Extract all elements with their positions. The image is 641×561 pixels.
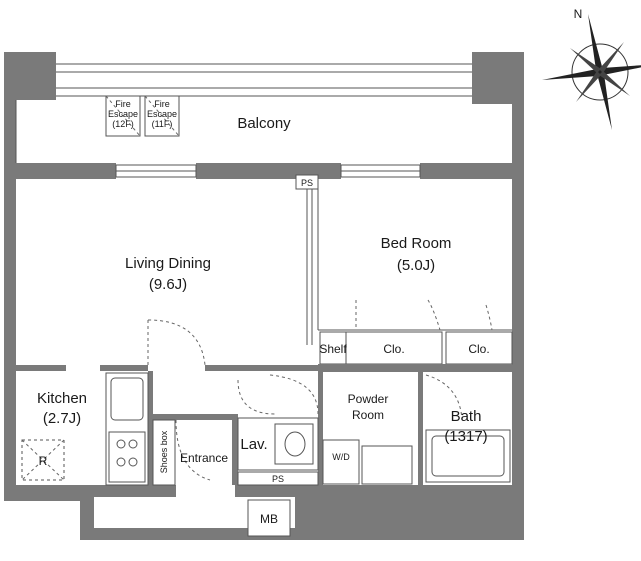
fire-escape-hatch-2: Fire Escape (11F) <box>144 95 180 137</box>
fire-label: Fire <box>115 99 131 109</box>
shoes-box-label: Shoes box <box>159 430 169 473</box>
mb-label: MB <box>260 512 278 526</box>
bedroom-size: (5.0J) <box>397 257 435 274</box>
closet-1-label: Clo. <box>383 342 404 356</box>
bath-size: (1317) <box>444 428 487 445</box>
powder-label: Powder <box>348 392 389 406</box>
escape-label: Escape <box>108 109 138 119</box>
balcony-railing <box>15 63 472 163</box>
compass-rose-icon <box>542 14 641 130</box>
living-dining-size: (9.6J) <box>149 276 187 293</box>
entrance-label: Entrance <box>180 451 228 465</box>
washer-dryer-area <box>322 439 413 485</box>
kitchen-size: (2.7J) <box>43 410 81 427</box>
lavatory-basin <box>274 423 314 465</box>
meter-box <box>247 499 291 537</box>
lavatory-label: Lav. <box>240 436 267 453</box>
refrigerator-label: R <box>39 454 48 468</box>
compass-north-label: N <box>574 7 583 21</box>
powder-room-label: Room <box>352 408 384 422</box>
fire-escape-floor-label: (11F) <box>152 119 173 129</box>
ps-top-label: PS <box>301 178 313 188</box>
bathtub <box>425 429 511 483</box>
closet-2-label: Clo. <box>468 342 489 356</box>
balcony-windows <box>115 164 421 178</box>
living-dining-label: Living Dining <box>125 255 211 272</box>
shelf-label: Shelf <box>319 342 347 356</box>
kitchen-label: Kitchen <box>37 390 87 407</box>
bedroom-label: Bed Room <box>381 235 452 252</box>
fire-escape-floor-label: (12F) <box>112 119 134 129</box>
washer-dryer-label: W/D <box>332 452 350 462</box>
balcony-label: Balcony <box>237 115 291 132</box>
bath-label: Bath <box>451 408 482 425</box>
fire-label: Fire <box>154 99 170 109</box>
ps-bottom-label: PS <box>272 474 284 484</box>
refrigerator-space <box>21 439 65 481</box>
fire-escape-hatch-1: Fire Escape (12F) <box>105 95 141 137</box>
kitchen-fixtures <box>105 372 149 486</box>
escape-label: Escape <box>147 109 177 119</box>
shoes-box <box>152 419 176 486</box>
